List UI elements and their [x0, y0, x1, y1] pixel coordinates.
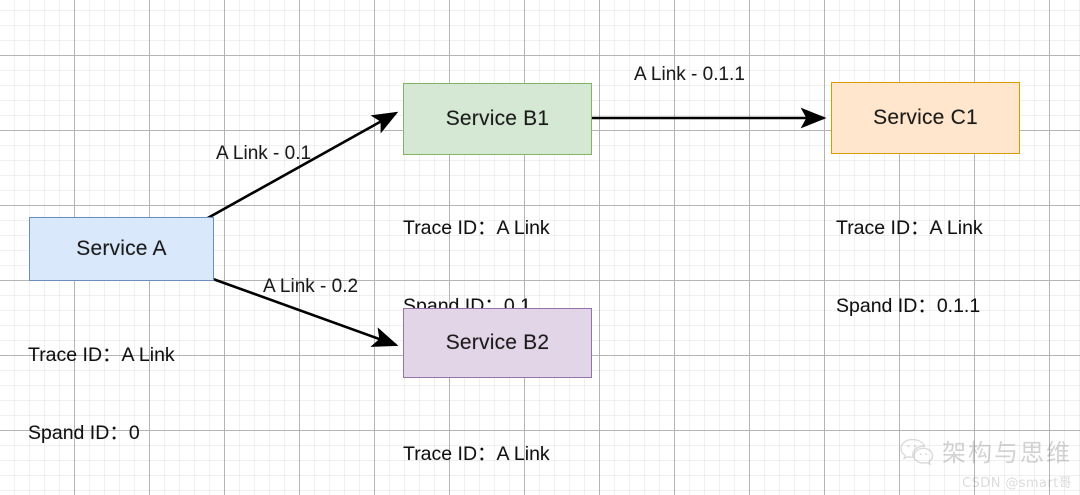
node-meta-service-a: Trace ID：A Link Spand ID：0	[28, 292, 175, 495]
watermark-credit: CSDN @smart哥	[962, 476, 1072, 491]
node-service-c1[interactable]: Service C1	[831, 82, 1020, 154]
edge-label-b1-to-c1: A Link - 0.1.1	[634, 64, 745, 85]
node-meta-service-c1: Trace ID：A Link Spand ID：0.1.1	[836, 165, 983, 371]
trace-id-label: Trace ID：	[28, 344, 122, 367]
trace-id-line-a: Trace ID：A Link	[28, 343, 175, 369]
node-label: Service B1	[445, 107, 550, 130]
span-id-value: 0	[128, 421, 140, 444]
node-service-a[interactable]: Service A	[29, 217, 214, 281]
edge-a-to-b1	[205, 111, 399, 221]
edge-label-a-to-b2: A Link - 0.2	[263, 276, 359, 297]
watermark: 架构与思维 CSDN @smart哥	[899, 433, 1072, 491]
trace-id-value: A Link	[121, 344, 175, 367]
node-meta-service-b2: Trace ID：A Link Spand ID：0.2	[403, 391, 550, 495]
node-label: Service A	[76, 237, 167, 260]
trace-id-line-b1: Trace ID：A Link	[403, 216, 550, 242]
trace-id-label: Trace ID：	[836, 217, 930, 240]
trace-id-value: A Link	[496, 217, 550, 240]
node-label: Service B2	[445, 331, 550, 354]
wechat-icon	[900, 438, 934, 465]
node-service-b1[interactable]: Service B1	[403, 83, 592, 155]
span-id-line-a: Spand ID：0	[28, 421, 175, 447]
node-service-b2[interactable]: Service B2	[403, 308, 592, 378]
trace-id-value: A Link	[929, 217, 983, 240]
trace-id-label: Trace ID：	[403, 217, 497, 240]
trace-id-line-c1: Trace ID：A Link	[836, 216, 983, 242]
edge-label-a-to-b1: A Link - 0.1	[216, 143, 312, 164]
watermark-brand: 架构与思维	[942, 439, 1072, 467]
trace-id-label: Trace ID：	[403, 443, 497, 466]
node-label: Service C1	[873, 106, 978, 129]
trace-id-line-b2: Trace ID：A Link	[403, 442, 550, 468]
watermark-row: 架构与思维	[899, 433, 1072, 468]
span-id-value: 0.1.1	[936, 294, 981, 317]
span-id-label: Spand ID：	[836, 294, 937, 317]
span-id-label: Spand ID：	[28, 421, 129, 444]
trace-id-value: A Link	[496, 443, 550, 466]
span-id-line-c1: Spand ID：0.1.1	[836, 294, 983, 320]
